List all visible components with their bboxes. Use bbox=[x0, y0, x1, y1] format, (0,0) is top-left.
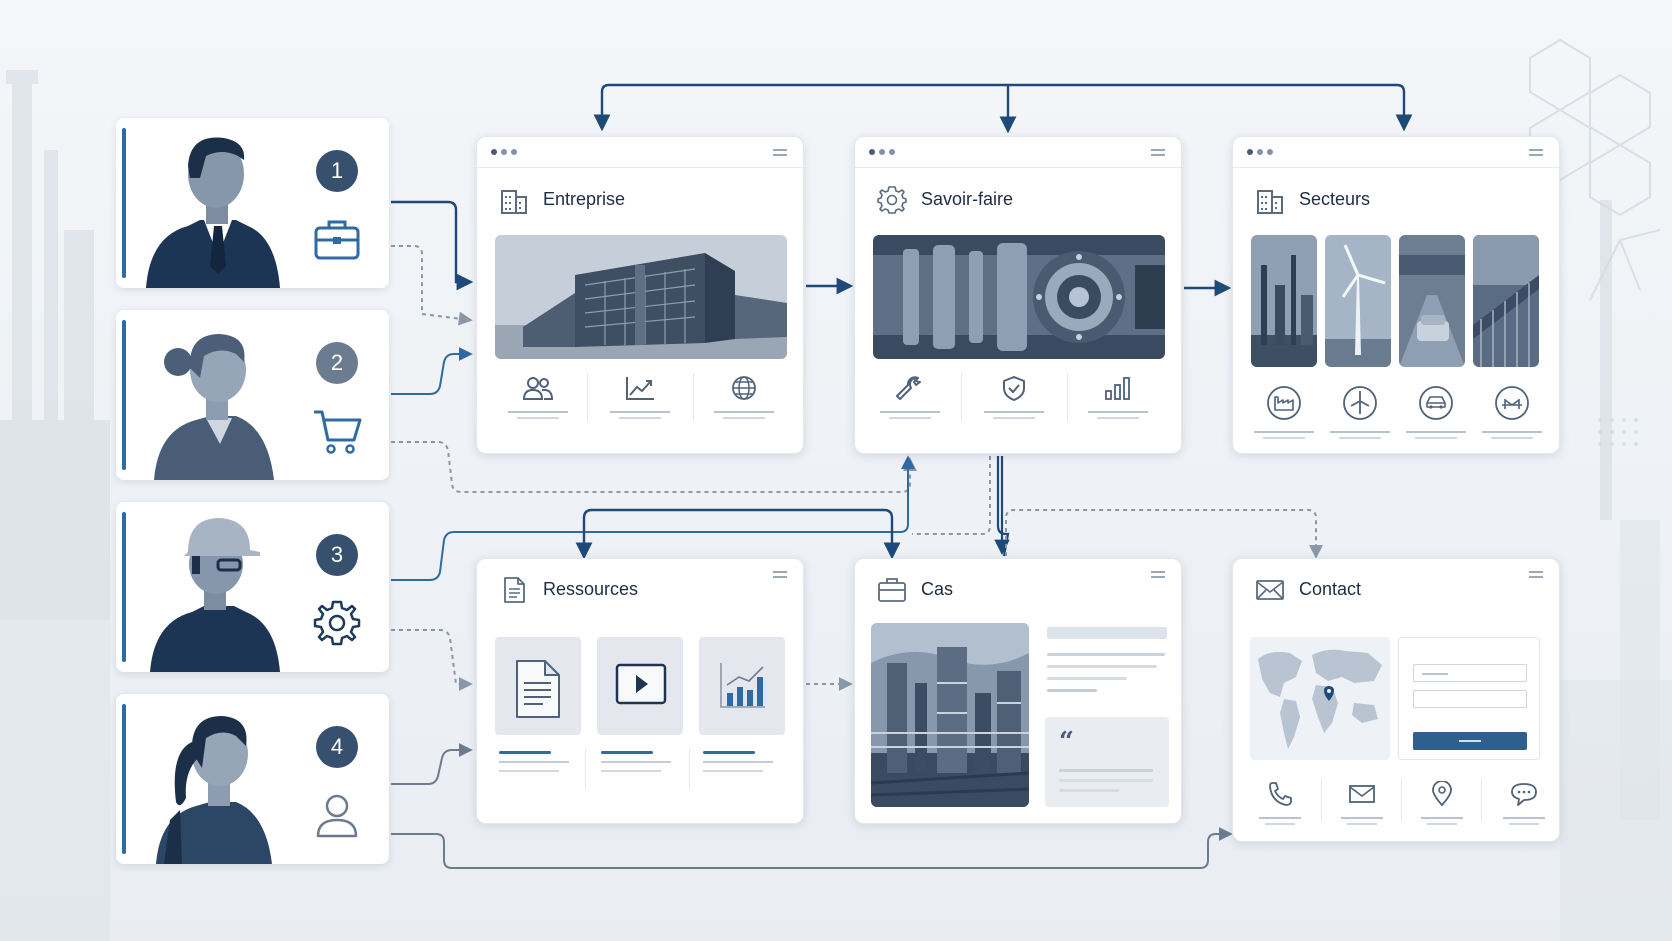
persona-number-badge: 4 bbox=[316, 726, 358, 768]
machinery-photo bbox=[873, 235, 1165, 359]
globe-icon bbox=[732, 376, 756, 400]
email-input[interactable] bbox=[1413, 690, 1527, 708]
sector-automotive[interactable] bbox=[1401, 385, 1471, 439]
card-title: Contact bbox=[1299, 579, 1362, 599]
chart-icon bbox=[720, 663, 765, 708]
shield-check-icon bbox=[1003, 376, 1025, 401]
feature-growth[interactable] bbox=[605, 375, 675, 419]
bar-chart-icon bbox=[1105, 377, 1130, 400]
user-icon bbox=[316, 794, 358, 838]
window-dots bbox=[869, 149, 895, 155]
video-play-icon bbox=[615, 663, 667, 705]
businesswoman-figure bbox=[154, 334, 274, 480]
feature-performance[interactable] bbox=[1083, 375, 1153, 419]
persona-card-3[interactable]: 3 bbox=[116, 502, 389, 672]
bridge-icon bbox=[1495, 386, 1529, 420]
submit-button[interactable] bbox=[1413, 732, 1527, 750]
gear-icon bbox=[313, 600, 361, 646]
window-dots bbox=[1247, 149, 1273, 155]
menu-icon[interactable] bbox=[773, 149, 787, 159]
persona-card-4[interactable]: 4 bbox=[116, 694, 389, 864]
location-pin-icon bbox=[1432, 781, 1452, 807]
card-title: Entreprise bbox=[543, 189, 626, 209]
contact-chat[interactable] bbox=[1489, 781, 1559, 825]
testimonial-quote: “ bbox=[1045, 717, 1169, 807]
chat-icon bbox=[1511, 783, 1537, 806]
briefcase-icon bbox=[878, 578, 906, 602]
factory-icon bbox=[1267, 386, 1301, 420]
trend-chart-icon bbox=[626, 377, 654, 400]
users-icon bbox=[522, 377, 554, 400]
car-icon bbox=[1419, 386, 1453, 420]
contact-phone[interactable] bbox=[1245, 781, 1315, 825]
persona-accent-bar bbox=[122, 320, 126, 470]
world-map[interactable] bbox=[1250, 637, 1390, 760]
document-icon bbox=[504, 577, 525, 603]
feature-global[interactable] bbox=[709, 375, 779, 419]
resource-tile-document[interactable] bbox=[495, 637, 581, 735]
sector-photo-industry bbox=[1251, 235, 1317, 367]
persona-accent-bar bbox=[122, 512, 126, 662]
persona-number-badge: 3 bbox=[316, 534, 358, 576]
refinery-case-photo bbox=[871, 623, 1029, 807]
persona-accent-bar bbox=[122, 128, 126, 278]
card-ressources[interactable]: Ressources bbox=[476, 558, 804, 824]
building-icon bbox=[501, 190, 527, 214]
menu-icon[interactable] bbox=[1151, 571, 1165, 581]
card-title: Cas bbox=[921, 579, 954, 599]
resource-tile-chart[interactable] bbox=[699, 637, 785, 735]
sector-photo-wind-energy bbox=[1325, 235, 1391, 367]
feature-team[interactable] bbox=[503, 375, 573, 419]
resource-tile-video[interactable] bbox=[597, 637, 683, 735]
menu-icon[interactable] bbox=[1529, 571, 1543, 581]
engineer-hardhat-figure bbox=[150, 518, 280, 672]
sector-energy-industry[interactable] bbox=[1249, 385, 1319, 439]
card-title: Ressources bbox=[543, 579, 639, 599]
businessman-figure bbox=[146, 137, 280, 288]
persona-number-badge: 1 bbox=[316, 150, 358, 192]
sector-infrastructure[interactable] bbox=[1477, 385, 1547, 439]
wrench-icon bbox=[896, 376, 921, 400]
window-dots bbox=[491, 149, 517, 155]
menu-icon[interactable] bbox=[1529, 149, 1543, 159]
name-input[interactable] bbox=[1413, 664, 1527, 682]
card-entreprise[interactable]: Entreprise bbox=[476, 136, 804, 454]
phone-icon bbox=[1269, 782, 1292, 806]
feature-tools[interactable] bbox=[875, 375, 945, 419]
persona-number-badge: 2 bbox=[316, 342, 358, 384]
feature-quality[interactable] bbox=[979, 375, 1049, 419]
menu-icon[interactable] bbox=[773, 571, 787, 581]
document-icon bbox=[516, 660, 560, 718]
briefcase-icon bbox=[314, 220, 360, 260]
young-professional-figure bbox=[156, 716, 272, 864]
card-secteurs[interactable]: Secteurs bbox=[1232, 136, 1560, 454]
office-building-photo bbox=[495, 235, 787, 359]
contact-email[interactable] bbox=[1327, 781, 1397, 825]
card-cas[interactable]: Cas “ bbox=[854, 558, 1182, 824]
contact-location[interactable] bbox=[1407, 781, 1477, 825]
sector-photo-automotive bbox=[1399, 235, 1465, 367]
building-icon bbox=[1257, 190, 1283, 214]
cart-icon bbox=[314, 410, 362, 454]
sector-photo-infrastructure bbox=[1473, 235, 1539, 367]
card-title: Secteurs bbox=[1299, 189, 1371, 209]
persona-card-1[interactable]: 1 bbox=[116, 118, 389, 288]
card-savoir-faire[interactable]: Savoir-faire bbox=[854, 136, 1182, 454]
menu-icon[interactable] bbox=[1151, 149, 1165, 159]
persona-card-2[interactable]: 2 bbox=[116, 310, 389, 480]
sector-wind[interactable] bbox=[1325, 385, 1395, 439]
mail-icon bbox=[1349, 785, 1375, 803]
quote-mark: “ bbox=[1059, 727, 1074, 757]
wind-turbine-icon bbox=[1343, 386, 1377, 420]
contact-form[interactable] bbox=[1398, 637, 1540, 760]
card-title: Savoir-faire bbox=[921, 189, 1014, 209]
persona-accent-bar bbox=[122, 704, 126, 854]
gear-icon bbox=[877, 186, 907, 214]
mail-icon bbox=[1256, 580, 1284, 600]
